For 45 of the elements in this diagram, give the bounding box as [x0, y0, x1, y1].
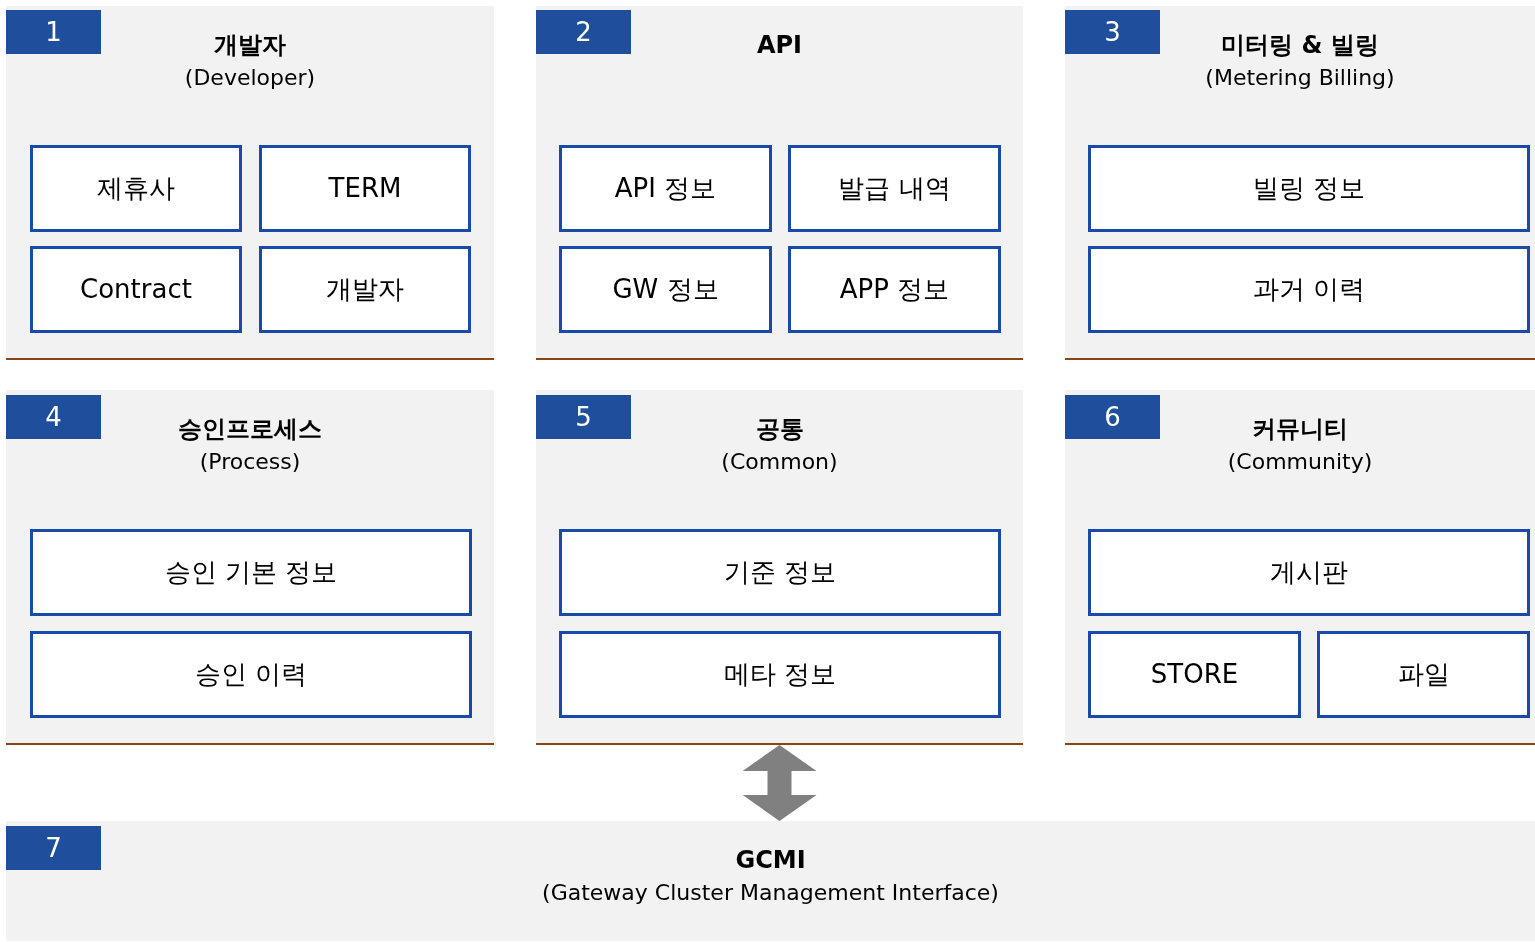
- item-box: TERM: [259, 145, 471, 232]
- number-badge: 1: [6, 10, 101, 54]
- item-box: 승인 기본 정보: [30, 529, 472, 616]
- item-box: 발급 내역: [788, 145, 1001, 232]
- section-panel: [6, 390, 494, 745]
- number-badge: 4: [6, 395, 101, 439]
- item-box: STORE: [1088, 631, 1301, 718]
- item-box: GW 정보: [559, 246, 772, 333]
- item-box: Contract: [30, 246, 242, 333]
- panel-subtitle: (Process): [199, 448, 301, 476]
- section-panel: [1065, 390, 1535, 745]
- number-badge: 6: [1065, 395, 1160, 439]
- section-panel: [6, 6, 494, 360]
- panel-title: 개발자: [214, 30, 286, 61]
- section-panel: [536, 6, 1023, 360]
- section-panel: [6, 821, 1535, 941]
- panel-title: 미터링 & 빌링: [1221, 30, 1379, 61]
- item-box: APP 정보: [788, 246, 1001, 333]
- item-box: 과거 이력: [1088, 246, 1530, 333]
- number-badge: 7: [6, 826, 101, 870]
- item-box: 승인 이력: [30, 631, 472, 718]
- panel-title: GCMI: [735, 845, 806, 876]
- item-box: 기준 정보: [559, 529, 1001, 616]
- item-box: 개발자: [259, 246, 471, 333]
- panel-title: API: [756, 30, 803, 61]
- panel-subtitle: (Metering Billing): [1205, 64, 1395, 92]
- panel-subtitle: (Common): [721, 448, 838, 476]
- number-badge: 5: [536, 395, 631, 439]
- panel-title: 커뮤니티: [1252, 414, 1348, 445]
- number-badge: 2: [536, 10, 631, 54]
- item-box: 메타 정보: [559, 631, 1001, 718]
- section-panel: [1065, 6, 1535, 360]
- item-box: 파일: [1317, 631, 1530, 718]
- panel-title: 공통: [755, 414, 804, 445]
- number-badge: 3: [1065, 10, 1160, 54]
- panel-title: 승인프로세스: [178, 414, 322, 445]
- panel-subtitle: (Community): [1227, 448, 1373, 476]
- section-panel: [536, 390, 1023, 745]
- item-box: 빌링 정보: [1088, 145, 1530, 232]
- item-box: 게시판: [1088, 529, 1530, 616]
- panel-subtitle: (Gateway Cluster Management Interface): [542, 879, 999, 907]
- item-box: API 정보: [559, 145, 772, 232]
- panel-subtitle: (Developer): [184, 64, 316, 92]
- double-arrow: [742, 745, 817, 821]
- item-box: 제휴사: [30, 145, 242, 232]
